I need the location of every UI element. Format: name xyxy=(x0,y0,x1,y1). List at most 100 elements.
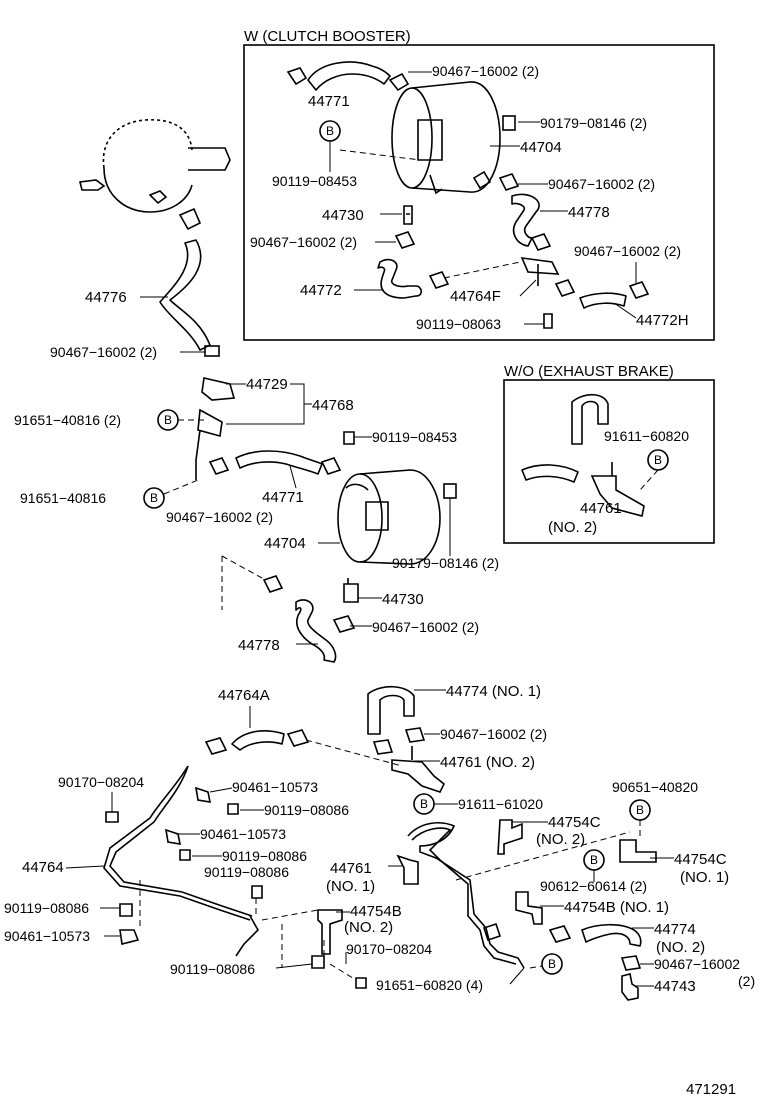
clamp-44776-bottom xyxy=(204,345,220,357)
callout-b-8 xyxy=(541,953,563,975)
label-no1-44761: (NO. 1) xyxy=(326,878,375,895)
vacuum-tank-part xyxy=(79,119,231,213)
label-44771-lower: 44771 xyxy=(262,489,304,506)
label-44754b-no1: 44754B (NO. 1) xyxy=(564,899,669,916)
label-90467-16002-g: 90467−16002 (2) xyxy=(440,726,547,742)
label-90461-10573-a: 90461−10573 xyxy=(232,779,318,795)
clamp xyxy=(262,575,284,593)
callout-b-1-letter: B xyxy=(326,124,334,138)
label-90119-08063: 90119−08063 xyxy=(416,316,501,332)
clamp-90461-a xyxy=(194,786,212,803)
hose-44774-no1 xyxy=(367,685,415,735)
hose-44778-upper xyxy=(511,193,540,247)
clamps-44764a xyxy=(204,729,310,755)
booster-44704-upper xyxy=(391,81,501,195)
label-no2-44754c: (NO. 2) xyxy=(536,831,585,848)
label-44754c-b: 44754C xyxy=(674,851,727,868)
label-90461-10573-b: 90461−10573 xyxy=(200,826,286,842)
bracket-44754c-no2 xyxy=(497,819,523,855)
clamp-90461-c xyxy=(119,929,140,945)
label-90119-08453-lower: 90119−08453 xyxy=(372,429,457,445)
label-90170-08204-a: 90170−08204 xyxy=(58,774,144,790)
nut-90179-upper xyxy=(502,115,516,131)
callout-b-2-letter: B xyxy=(164,413,172,427)
leader xyxy=(613,302,637,319)
label-no2-44754b: (NO. 2) xyxy=(344,919,393,936)
clamp xyxy=(628,281,650,299)
label-qty-2: (2) xyxy=(738,973,755,989)
label-90612-60614: 90612−60614 (2) xyxy=(540,878,647,894)
clamp xyxy=(548,925,572,943)
nut-90170-a xyxy=(105,811,119,823)
label-91651-40816: 91651−40816 xyxy=(20,490,106,506)
label-44778-lower: 44778 xyxy=(238,637,280,654)
leader xyxy=(275,963,313,969)
bracket-44754c-no1 xyxy=(619,839,657,863)
label-44774-no2: 44774 xyxy=(654,921,696,938)
hose-44774-no2 xyxy=(581,923,642,947)
label-90467-16002-f: 90467−16002 (2) xyxy=(372,619,479,635)
label-44771-upper: 44771 xyxy=(308,93,350,110)
label-44761-no2: 44761 (NO. 2) xyxy=(440,754,535,771)
callout-b-8-letter: B xyxy=(548,957,556,971)
label-90467-16002-b: 90467−16002 (2) xyxy=(250,234,357,250)
hose-44771-lower xyxy=(235,450,323,475)
section-title-exhaust-brake: W/O (EXHAUST BRAKE) xyxy=(504,363,674,380)
hose-44778-lower xyxy=(295,599,337,663)
label-44764a: 44764A xyxy=(218,687,270,704)
label-44761-no1: 44761 xyxy=(330,860,372,877)
pipe-44764-inner xyxy=(109,765,253,917)
label-90179-08146-lower: 90179−08146 (2) xyxy=(392,555,499,571)
leader xyxy=(443,261,521,279)
pipe-44764 xyxy=(103,765,251,921)
label-91651-40816-2: 91651−40816 (2) xyxy=(14,412,121,428)
leader xyxy=(261,909,319,921)
leader xyxy=(519,279,537,297)
clamp-90461-b xyxy=(164,828,182,845)
clamps-middle xyxy=(472,170,520,191)
label-44704-upper: 44704 xyxy=(520,139,562,156)
leader xyxy=(455,831,631,881)
bolt-90119-08453 xyxy=(343,431,355,445)
pipe-44764-end xyxy=(235,915,259,957)
bolt-90119-b xyxy=(179,849,191,861)
label-44778-upper: 44778 xyxy=(568,204,610,221)
label-44730-upper: 44730 xyxy=(322,207,364,224)
label-90119-08086-a: 90119−08086 xyxy=(264,802,349,818)
hose-44764a xyxy=(231,730,285,751)
clamp-44776-top xyxy=(178,207,202,231)
clamp xyxy=(428,271,450,289)
clutch-booster-frame xyxy=(243,44,715,341)
label-90179-08146-upper: 90179−08146 (2) xyxy=(540,115,647,131)
label-90119-08086-e: 90119−08086 xyxy=(170,961,255,977)
hose-exhaust-lower xyxy=(521,464,579,483)
callout-b-5-letter: B xyxy=(636,803,644,817)
hose-44776 xyxy=(159,239,211,351)
bracket-44761-no2 xyxy=(590,462,645,517)
label-90467-16002-h: 90467−16002 xyxy=(654,956,740,972)
pipe-center-inner xyxy=(411,827,517,965)
clamp xyxy=(554,279,576,297)
nut-90170-b xyxy=(355,977,367,989)
section-title-clutch-booster: W (CLUTCH BOOSTER) xyxy=(244,28,411,45)
leader xyxy=(289,465,297,489)
label-44704-lower: 44704 xyxy=(264,535,306,552)
callout-b-3-letter: B xyxy=(150,491,158,505)
bracket-44761-no1 xyxy=(396,854,419,885)
valve-44730-lower xyxy=(343,578,359,603)
label-44730-lower: 44730 xyxy=(382,591,424,608)
diagram-number: 471291 xyxy=(686,1081,736,1098)
leader xyxy=(639,469,659,491)
label-91611-61020: 91611−61020 xyxy=(458,796,543,812)
label-90461-10573-c: 90461−10573 xyxy=(4,928,90,944)
label-90119-08086-d: 90119−08086 xyxy=(4,900,89,916)
clamp xyxy=(332,615,356,633)
leader xyxy=(529,965,543,969)
label-44743: 44743 xyxy=(654,978,696,995)
bolt-90119-d xyxy=(251,885,263,899)
bracket-44754b-no1 xyxy=(515,891,543,925)
label-90651-40820: 90651−40820 xyxy=(612,779,698,795)
hose-exhaust-upper xyxy=(571,393,609,445)
label-44772: 44772 xyxy=(300,282,342,299)
